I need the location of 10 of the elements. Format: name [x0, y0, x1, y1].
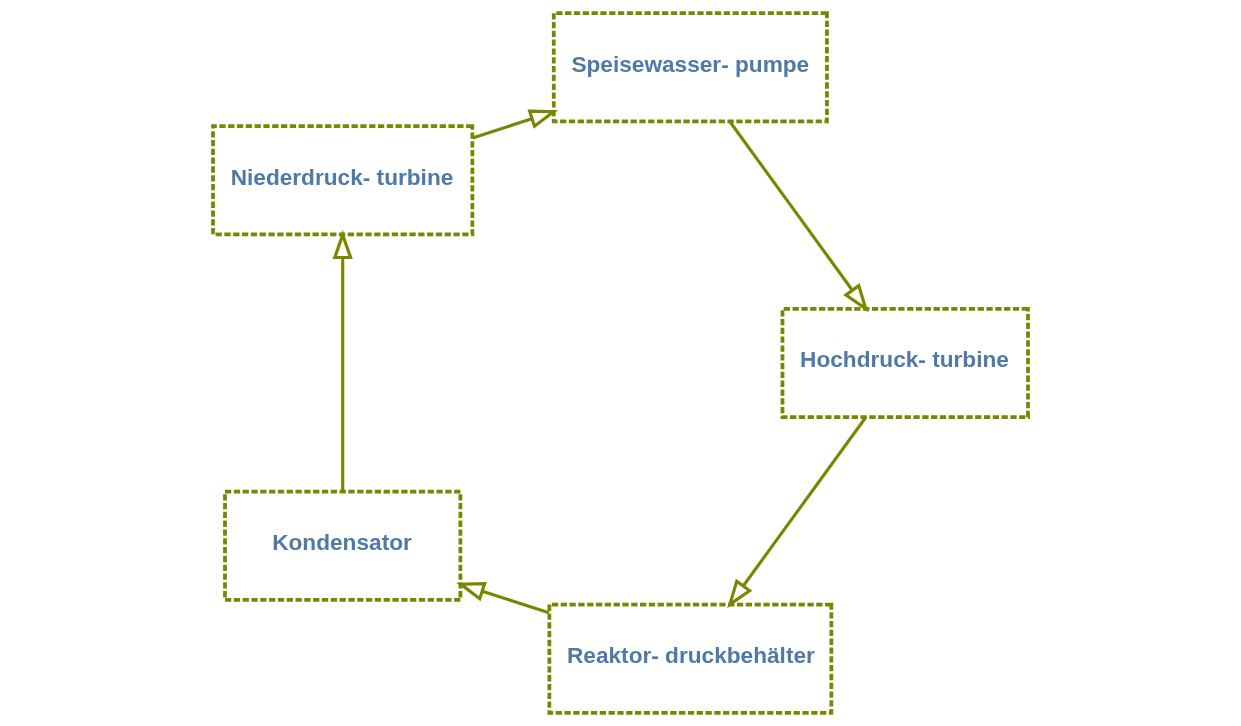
- arrow: [727, 416, 868, 609]
- node-box: Reaktor- druckbehälter: [547, 602, 834, 715]
- node-box: Niederdruck- turbine: [211, 124, 475, 237]
- node-box: Kondensator: [223, 489, 463, 602]
- arrow: [472, 109, 559, 140]
- arrow: [728, 120, 869, 313]
- arrow: [332, 230, 353, 492]
- node-box: Hochdruck- turbine: [780, 307, 1030, 419]
- node-box: Speisewasser- pumpe: [551, 11, 829, 124]
- arrow: [456, 581, 550, 615]
